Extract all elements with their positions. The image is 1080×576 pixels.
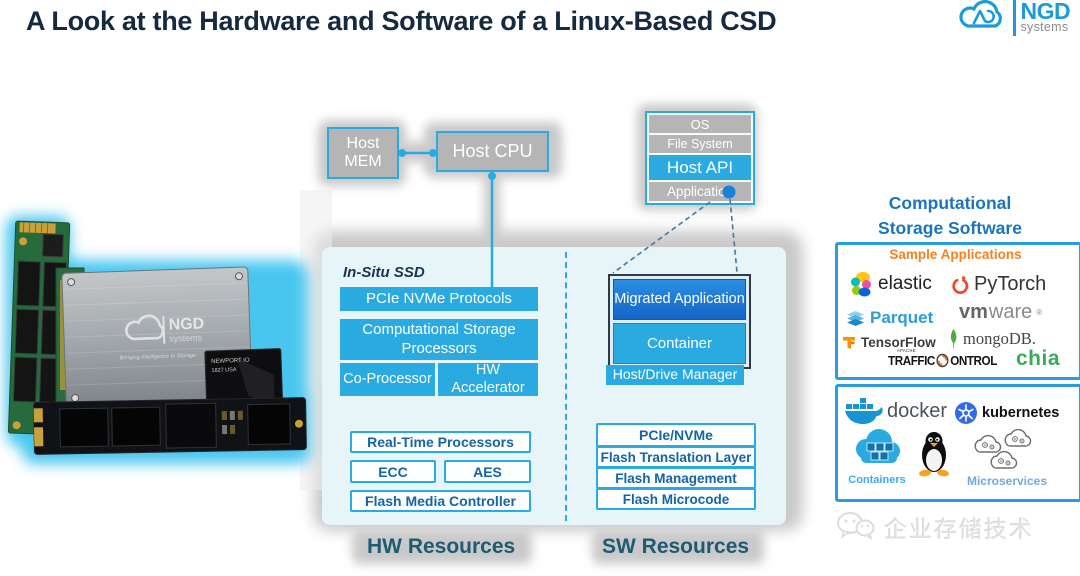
hw-resources-label: HW Resources xyxy=(367,535,516,558)
sample-applications-title: Sample Applications xyxy=(889,247,1022,262)
tensorflow-icon xyxy=(841,334,857,351)
computational-storage-software-heading: Computational Storage Software xyxy=(840,191,1060,241)
drive-brand-sub: systems xyxy=(169,333,203,344)
wechat-icon xyxy=(836,510,876,544)
containers-label: Containers xyxy=(848,474,906,486)
halo-hw-label xyxy=(352,530,532,564)
container-outer-box: Migrated Application Container xyxy=(608,274,751,369)
tensorflow-label: TensorFlow xyxy=(861,335,936,350)
sw-resources-label: SW Resources xyxy=(602,535,750,558)
os-row-os: OS xyxy=(649,115,751,133)
heading-line-1: Computational xyxy=(888,193,1012,213)
parquet-icon xyxy=(845,310,866,327)
apache-label: APACHE xyxy=(897,348,917,353)
pytorch-label: PyTorch xyxy=(974,273,1047,295)
flash-microcode-box: Flash Microcode xyxy=(596,488,756,510)
realtime-processors-box: Real-Time Processors xyxy=(350,431,531,453)
docker-whale-icon xyxy=(845,396,883,426)
kubernetes-wheel-icon xyxy=(954,401,978,425)
host-cpu-box: Host CPU xyxy=(436,131,549,172)
chip-text-2: 1827 USA xyxy=(211,367,237,374)
parquet-logo: Parquet xyxy=(845,308,933,328)
ecc-box: ECC xyxy=(350,460,436,483)
green-ssd-stick xyxy=(7,220,71,436)
flash-media-controller-box: Flash Media Controller xyxy=(350,490,531,512)
brand-logo: NGD systems xyxy=(958,0,1071,36)
vmware-label-bold: vm xyxy=(959,301,988,323)
brand-name: NGD xyxy=(1020,0,1071,24)
docker-label: docker xyxy=(887,399,948,422)
aes-box: AES xyxy=(444,460,531,483)
traffic-control-gear-icon xyxy=(936,353,950,368)
mongodb-label: mongoDB. xyxy=(963,329,1036,348)
mongodb-leaf-icon xyxy=(948,329,959,349)
drive-brand: NGD xyxy=(168,315,204,333)
host-mem-box: Host MEM xyxy=(327,127,399,179)
container-box: Container xyxy=(613,323,746,364)
hardware-photo: NGD systems Bringing Intelligence to Sto… xyxy=(0,190,332,576)
computational-storage-processors-box: Computational Storage Processors xyxy=(340,319,538,360)
heading-line-2: Storage Software xyxy=(878,218,1022,238)
insitu-ssd-label: In-Situ SSD xyxy=(343,264,425,281)
flash-translation-layer-box: Flash Translation Layer xyxy=(596,446,756,468)
halo-sw-label xyxy=(592,530,764,564)
pytorch-logo: PyTorch xyxy=(951,273,1046,296)
m2-ssd-stick xyxy=(33,397,307,455)
sample-applications-box xyxy=(835,242,1080,380)
elastic-logo: elastic xyxy=(849,271,932,297)
drive-logo-cloud-icon xyxy=(125,314,165,341)
containers-icon xyxy=(853,425,901,471)
pytorch-icon xyxy=(951,275,970,295)
flash-management-box: Flash Management xyxy=(596,467,756,489)
ngd-cloud-icon xyxy=(958,0,1008,36)
drive-tagline: Bringing Intelligence to Storage xyxy=(119,353,196,362)
elastic-label: elastic xyxy=(878,273,932,294)
chia-label: chia xyxy=(1016,347,1061,370)
pcie-nvme-box: PCIe/NVMe xyxy=(596,423,756,447)
elastic-icon xyxy=(849,271,874,297)
kubernetes-logo: kubernetes xyxy=(954,401,1059,425)
mongodb-logo: mongoDB. xyxy=(948,329,1036,349)
migrated-application-box: Migrated Application xyxy=(613,279,746,320)
watermark: 企业存储技术 xyxy=(836,510,1034,544)
os-row-host-api: Host API xyxy=(649,155,751,180)
os-row-application: Application xyxy=(649,182,751,201)
control-label: ONTROL xyxy=(950,353,997,368)
vmware-reg-mark: ® xyxy=(1036,308,1043,317)
page-title: A Look at the Hardware and Software of a… xyxy=(26,6,777,36)
traffic-control-logo: APACHE TRAFFIC ONTROL xyxy=(888,348,1009,368)
hw-accelerator-box: HW Accelerator xyxy=(438,362,538,396)
brand-sub: systems xyxy=(1020,20,1069,34)
chip-text-1: NEWPORT IO xyxy=(211,358,250,365)
kubernetes-label: kubernetes xyxy=(982,405,1060,421)
tensorflow-logo: TensorFlow xyxy=(841,334,936,351)
microservices-icon xyxy=(968,427,1042,473)
docker-logo: docker xyxy=(845,396,947,426)
halo-link xyxy=(396,142,440,162)
os-row-file-system: File System xyxy=(649,135,751,153)
traffic-label: TRAFFIC xyxy=(888,353,935,368)
microservices-label: Microservices xyxy=(966,474,1048,488)
silver-drive: NGD systems Bringing Intelligence to Sto… xyxy=(61,266,253,408)
linux-tux-icon xyxy=(917,429,951,477)
co-processor-box: Co-Processor xyxy=(340,363,435,396)
vmware-label-light: ware xyxy=(988,301,1033,323)
parquet-label: Parquet xyxy=(870,308,934,327)
brand-divider xyxy=(1013,0,1016,36)
host-drive-manager-box: Host/Drive Manager xyxy=(606,365,744,385)
host-os-stack: OS File System Host API Application xyxy=(645,111,755,205)
pcie-nvme-protocols-box: PCIe NVMe Protocols xyxy=(340,287,538,311)
watermark-text: 企业存储技术 xyxy=(884,516,1034,542)
chia-logo: chia xyxy=(1016,347,1060,371)
hw-sw-divider xyxy=(565,252,567,521)
platform-box xyxy=(835,384,1080,502)
